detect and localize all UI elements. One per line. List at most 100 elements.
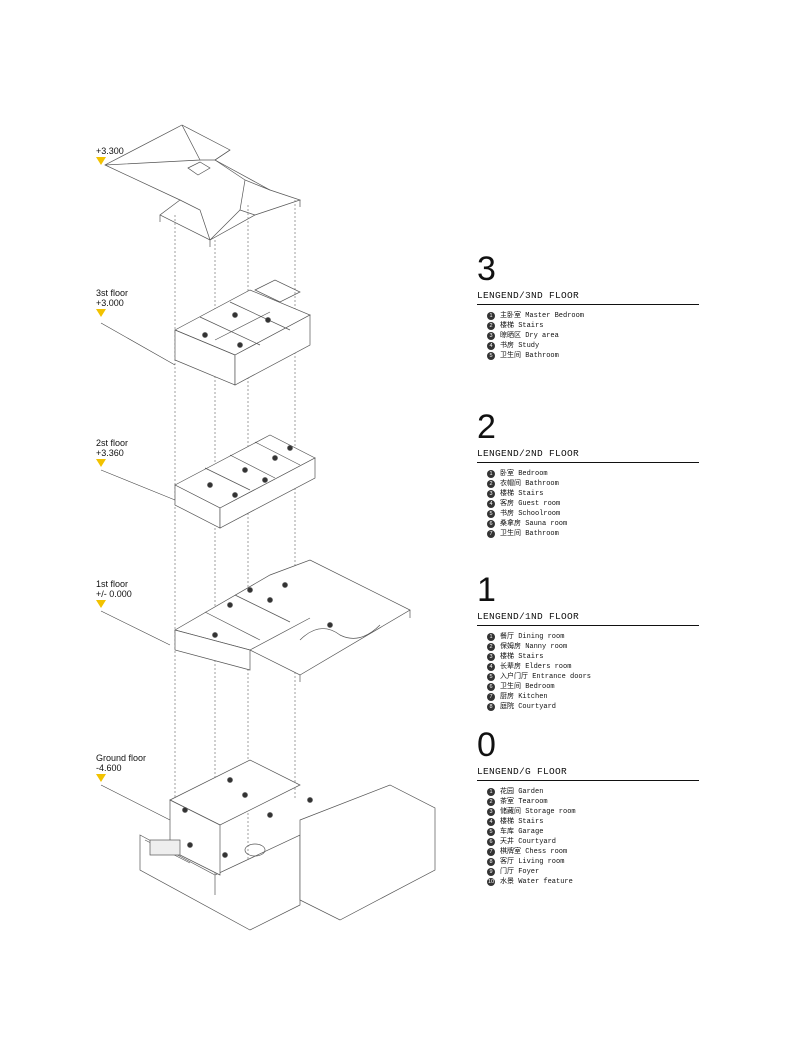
first-floor-drawing — [174, 559, 411, 682]
legend-item-text: 楼梯 Stairs — [500, 818, 544, 826]
number-badge-icon: 4 — [487, 500, 495, 508]
legend-number: 1 — [477, 571, 496, 609]
level-label-2nd-floor: 2st floor +3.360 — [96, 438, 128, 458]
number-badge-icon: 1 — [487, 312, 495, 320]
legend-item-text: 卫生间 Bathroom — [500, 530, 559, 538]
legend-item-text: 卫生间 Bedroom — [500, 683, 555, 691]
legend-item: 10 水景 Water feature — [487, 877, 699, 887]
legend-item: 2 楼梯 Stairs — [487, 321, 699, 331]
legend-item-text: 入户门厅 Entrance doors — [500, 673, 592, 681]
level-label-3rd-floor: 3st floor +3.000 — [96, 288, 128, 308]
number-badge-icon: 4 — [487, 818, 495, 826]
level-value: +/- 0.000 — [96, 589, 132, 599]
number-badge-icon: 6 — [487, 838, 495, 846]
number-badge-icon: 3 — [487, 332, 495, 340]
legend-title: LENGEND/3ND FLOOR — [477, 290, 699, 305]
legend-item-text: 庭院 Courtyard — [500, 703, 557, 711]
legend-item: 1 卧室 Bedroom — [487, 469, 699, 479]
number-badge-icon: 7 — [487, 693, 495, 701]
legend-item: 7 卫生间 Bathroom — [487, 529, 699, 539]
number-badge-icon: 5 — [487, 352, 495, 360]
legend-item: 5 卫生间 Bathroom — [487, 351, 699, 361]
number-badge-icon: 3 — [487, 653, 495, 661]
number-badge-icon: 5 — [487, 673, 495, 681]
legend-item-text: 车库 Garage — [500, 828, 544, 836]
legend-item-text: 书房 Schoolroom — [500, 510, 561, 518]
legend-item-text: 厨房 Kitchen — [500, 693, 548, 701]
level-name: 2st floor — [96, 438, 129, 448]
number-badge-icon: 3 — [487, 490, 495, 498]
number-badge-icon: 1 — [487, 470, 495, 478]
number-badge-icon: 3 — [487, 808, 495, 816]
second-floor-drawing — [174, 434, 316, 529]
legend-item-text: 衣帽间 Bathroom — [500, 480, 559, 488]
legend-title: LENGEND/G FLOOR — [477, 766, 699, 781]
level-label-ground-floor: Ground floor -4.600 — [96, 753, 146, 773]
legend-item: 5 入户门厅 Entrance doors — [487, 672, 699, 682]
legend-item: 4 楼梯 Stairs — [487, 817, 699, 827]
level-label-roof: +3.300 — [96, 146, 124, 156]
legend-item: 1 主卧室 Master Bedroom — [487, 311, 699, 321]
number-badge-icon: 4 — [487, 342, 495, 350]
legend-item-text: 桑拿房 Sauna room — [500, 520, 568, 528]
legend-item-text: 水景 Water feature — [500, 878, 573, 886]
level-value: +3.000 — [96, 298, 124, 308]
number-badge-icon: 8 — [487, 703, 495, 711]
legend-item: 7 厨房 Kitchen — [487, 692, 699, 702]
number-badge-icon: 5 — [487, 510, 495, 518]
legend-item-text: 棋牌室 Chess room — [500, 848, 568, 856]
number-badge-icon: 1 — [487, 633, 495, 641]
legend-title: LENGEND/2ND FLOOR — [477, 448, 699, 463]
legend-number: 2 — [477, 408, 496, 446]
level-marker-icon — [96, 600, 106, 608]
number-badge-icon: 9 — [487, 868, 495, 876]
legend-item: 7 棋牌室 Chess room — [487, 847, 699, 857]
level-value: -4.600 — [96, 763, 122, 773]
number-badge-icon: 2 — [487, 798, 495, 806]
legend-item-text: 楼梯 Stairs — [500, 322, 544, 330]
legend-item: 6 卫生间 Bedroom — [487, 682, 699, 692]
level-label-1st-floor: 1st floor +/- 0.000 — [96, 579, 132, 599]
number-badge-icon: 7 — [487, 530, 495, 538]
legend-item-text: 客厅 Living room — [500, 858, 565, 866]
legend-item-text: 长辈房 Elders room — [500, 663, 572, 671]
number-badge-icon: 7 — [487, 848, 495, 856]
legend-item-text: 楼梯 Stairs — [500, 490, 544, 498]
legend-number: 3 — [477, 250, 496, 288]
number-badge-icon: 1 — [487, 788, 495, 796]
legend-item-text: 门厅 Foyer — [500, 868, 540, 876]
roof-drawing — [104, 124, 302, 247]
level-name: Ground floor — [96, 753, 147, 763]
number-badge-icon: 10 — [487, 878, 495, 886]
number-badge-icon: 8 — [487, 858, 495, 866]
legend-item-text: 保姆房 Nanny room — [500, 643, 568, 651]
number-badge-icon: 2 — [487, 322, 495, 330]
ground-floor-drawing — [139, 759, 436, 931]
legend-item-text: 卧室 Bedroom — [500, 470, 548, 478]
number-badge-icon: 6 — [487, 683, 495, 691]
level-marker-icon — [96, 157, 106, 165]
legend-item-text: 晾晒区 Dry area — [500, 332, 559, 340]
legend-item-text: 卫生间 Bathroom — [500, 352, 559, 360]
legend-item-text: 主卧室 Master Bedroom — [500, 312, 585, 320]
third-floor-drawing — [174, 279, 311, 386]
legend-item-text: 客房 Guest room — [500, 500, 561, 508]
